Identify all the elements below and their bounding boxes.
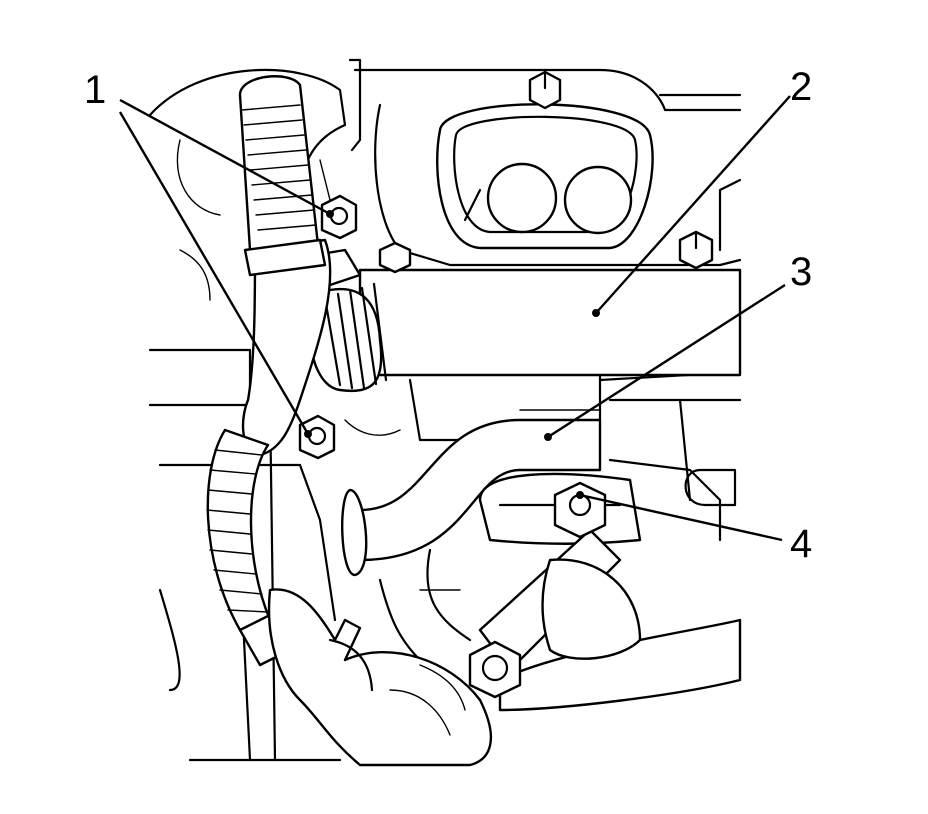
leader-1a bbox=[119, 98, 331, 216]
callout-2: 2 bbox=[790, 65, 812, 109]
leader-2-dot bbox=[592, 309, 600, 317]
leader-3 bbox=[547, 283, 786, 439]
head-bolt-top bbox=[528, 70, 562, 110]
leader-4 bbox=[579, 493, 783, 542]
leader-1a-dot bbox=[326, 210, 334, 218]
leader-3-dot bbox=[544, 433, 552, 441]
callout-3: 3 bbox=[790, 250, 812, 294]
wiring-harness bbox=[206, 75, 332, 667]
mount-bolt-lower bbox=[468, 640, 522, 699]
coolant-pipe bbox=[309, 268, 742, 393]
leader-lines bbox=[118, 95, 791, 542]
leader-2 bbox=[595, 95, 791, 314]
harness-bolt-lower bbox=[298, 414, 336, 460]
leader-4-dot bbox=[576, 491, 584, 499]
intake-port bbox=[436, 103, 654, 250]
callout-1: 1 bbox=[84, 68, 106, 112]
harness-bolt-upper bbox=[320, 194, 358, 240]
callout-4: 4 bbox=[790, 522, 812, 566]
hand bbox=[267, 588, 493, 767]
leader-1b bbox=[118, 111, 310, 435]
head-bolt-right bbox=[678, 230, 714, 270]
mount-bracket bbox=[478, 472, 742, 712]
leader-1b-dot bbox=[304, 430, 312, 438]
mount-bolt-upper bbox=[553, 481, 607, 539]
coolant-hose bbox=[341, 418, 602, 577]
